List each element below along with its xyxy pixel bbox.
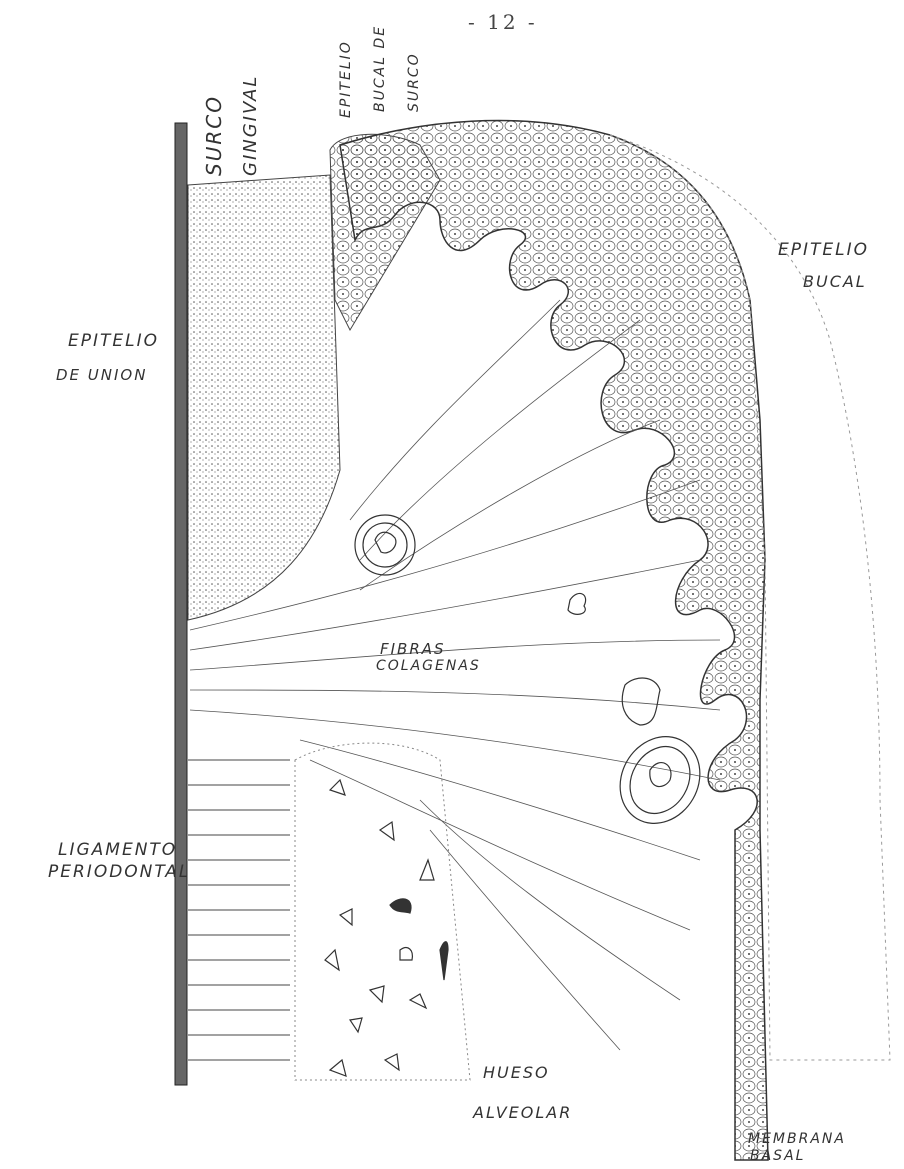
bone-lacunae [325,780,448,1076]
page-number: - 12 - [468,10,538,34]
label-hueso: HUESO [483,1063,550,1082]
blood-vessels [355,515,715,838]
label-epitelio-surco-2: BUCAL DE [372,25,388,112]
label-periodontal: PERIODONTAL [48,862,190,882]
tooth-surface-strip [175,123,187,1085]
label-epitelio-union-1: EPITELIO [68,331,159,351]
label-membrana: MEMBRANA [748,1131,846,1147]
label-fibras: FIBRAS [380,640,446,658]
label-epitelio-surco-1: EPITELIO [338,40,354,118]
junctional-epithelium [188,175,340,620]
label-epitelio-surco-3: SURCO [406,52,422,112]
label-surco: SURCO [202,95,226,176]
label-ligamento: LIGAMENTO [58,840,177,860]
label-colagenas: COLAGENAS [376,658,481,674]
label-epitelio-union-2: DE UNION [56,366,147,384]
label-alveolar: ALVEOLAR [473,1103,572,1122]
label-epitelio-bucal-2: BUCAL [803,272,867,291]
alveolar-bone [295,743,470,1080]
label-gingival: GINGIVAL [240,75,261,176]
label-epitelio-bucal-1: EPITELIO [778,240,869,260]
periodontal-ligament-fibers [188,760,290,1060]
label-basal: BASAL [750,1148,805,1164]
